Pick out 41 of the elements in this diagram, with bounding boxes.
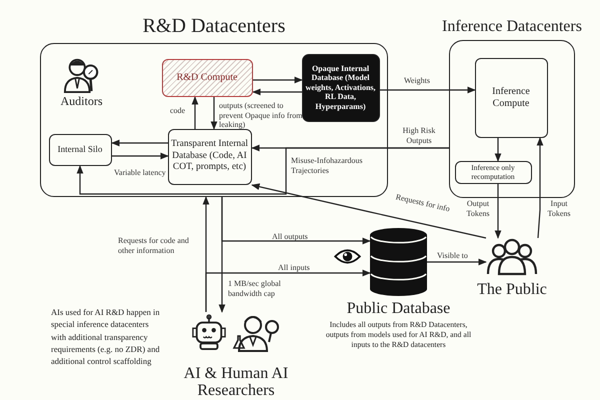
edge-label: code xyxy=(170,106,186,116)
node-label: Auditors xyxy=(60,94,102,108)
edge-label: 1 MB/sec global bandwidth cap xyxy=(228,279,282,298)
arrow xyxy=(192,96,198,129)
arrow xyxy=(221,197,371,244)
edge-label: Output Tokens xyxy=(466,199,490,218)
arrow xyxy=(251,183,486,239)
node-label: Public Database xyxy=(346,300,450,318)
edge-label: Requests for info xyxy=(394,192,452,216)
silo-box: Internal Silo xyxy=(48,134,112,166)
edge-label: Variable latency xyxy=(114,168,167,178)
arrow xyxy=(111,140,168,146)
arrow xyxy=(494,184,502,239)
arrow xyxy=(536,137,544,238)
section-heading: R&D Datacenters xyxy=(142,15,286,38)
edge-label: High Risk Outputs xyxy=(402,126,436,146)
compute-box: Inference Compute xyxy=(474,58,548,138)
edge-label: outputs (screened to prevent Opaque info from leaking) xyxy=(219,101,304,130)
arrow xyxy=(427,258,487,266)
node-label: AI & Human AI Researchers xyxy=(182,366,290,400)
arrow xyxy=(76,147,449,195)
edge-label: All outputs xyxy=(272,232,309,242)
section-heading: Inference Datacenters xyxy=(442,18,582,36)
arrow xyxy=(494,138,502,162)
database-box: Transparent Internal Database (Code, AI COT, prompts, etc) xyxy=(168,128,252,184)
node-label: The Public xyxy=(476,282,548,299)
edge-label: Requests for code and other information xyxy=(118,236,190,256)
arrow xyxy=(205,270,371,312)
edge-label: Misuse-Infohazardous Trajectories xyxy=(291,156,364,176)
arrow xyxy=(210,97,218,130)
note-text: AIs used for AI R&D happen in special inference datacenters with additional transparency requirements (e.g. no ZDR) and additional control scaffolding xyxy=(51,306,161,368)
arrow xyxy=(253,76,303,84)
database-box: Opaque Internal Database (Model weights, Activations, RL Data, Hyperparams) xyxy=(302,54,380,122)
arrow xyxy=(380,86,476,94)
edge-label: Visible to xyxy=(437,251,469,261)
compute-box: R&D Compute xyxy=(162,58,252,96)
arrow xyxy=(252,88,302,96)
arrow xyxy=(112,152,169,160)
edge-label: All inputs xyxy=(278,263,311,273)
edge-label: Input Tokens xyxy=(546,199,572,218)
edge-label: Weights xyxy=(404,76,432,86)
